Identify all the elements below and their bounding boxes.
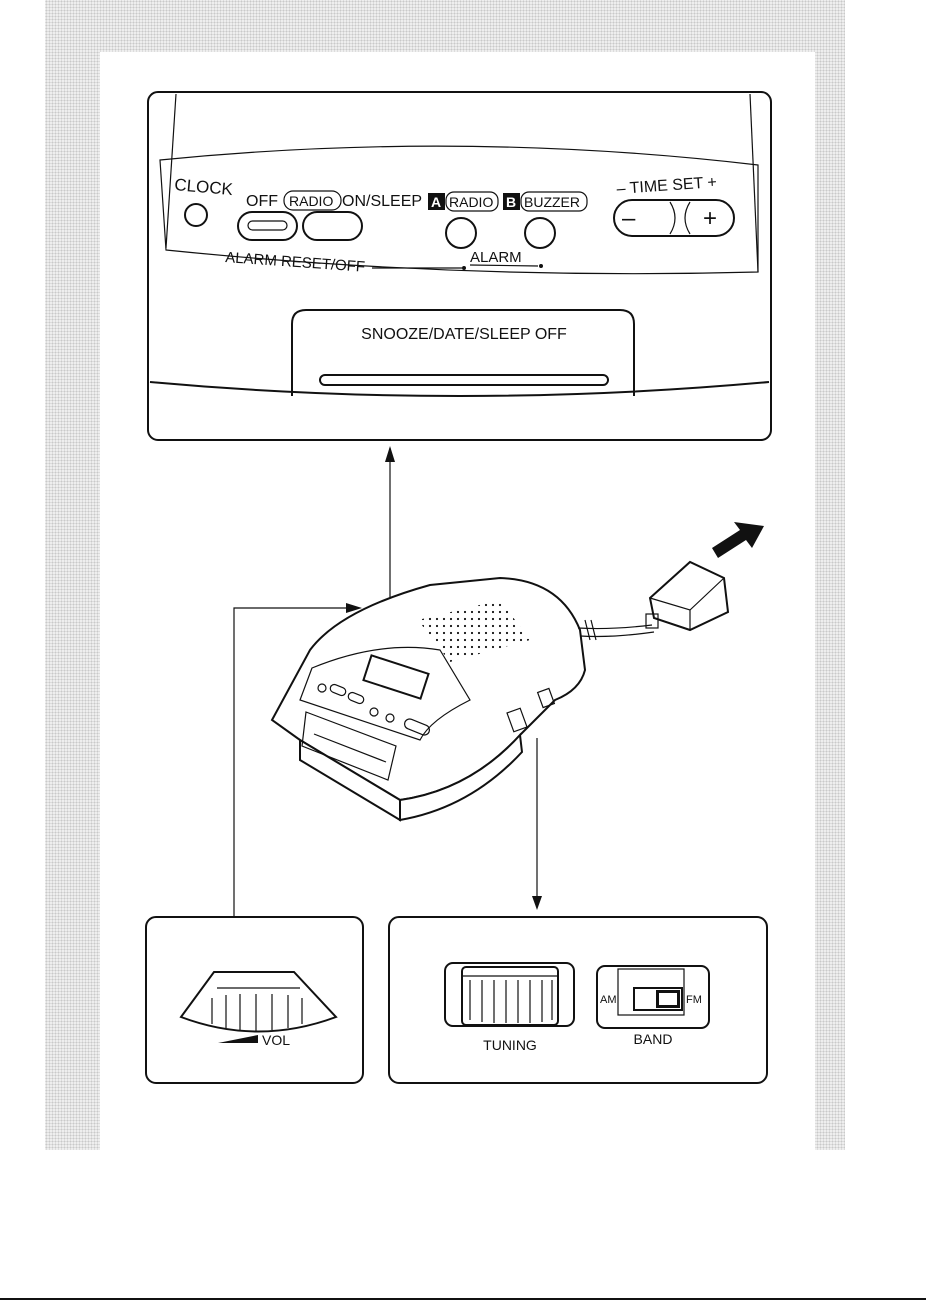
b-badge-letter: B [506,194,516,210]
clock-button[interactable] [185,204,207,226]
off-label: OFF [246,193,278,210]
am-label: AM [600,994,617,1006]
clock-radio-device [272,522,764,820]
snooze-label: SNOOZE/DATE/SLEEP OFF [361,326,567,343]
time-plus-button[interactable]: + [703,205,717,232]
b-buzzer-label: BUZZER [524,194,580,210]
alarm-b-buzzer-button[interactable] [525,218,555,248]
alarm-dot [539,264,543,268]
direction-arrow [712,522,764,558]
vol-label: VOL [262,1032,290,1048]
top-control-panel: CLOCK OFF RADIO ON/SLEEP A RADIO B BUZZE… [148,92,771,440]
band-label: BAND [634,1031,673,1047]
radio-label: RADIO [289,193,333,209]
tuning-arrow-head [532,896,542,910]
volume-wedge-icon [218,1035,258,1043]
panel-bevel-right [750,94,758,272]
alarm-reset-off-label: ALARM RESET/OFF [225,249,366,276]
power-cord-upper [578,625,652,629]
alarm-a-radio-button[interactable] [446,218,476,248]
top-arrow-head [385,446,395,462]
volume-dial[interactable] [181,972,336,1032]
band-slider-knob-face [659,993,677,1005]
fm-label: FM [686,994,702,1006]
tuning-label: TUNING [483,1037,537,1053]
alarm-label: ALARM [470,249,522,266]
a-radio-label: RADIO [449,194,493,210]
tuning-band-panel: TUNING AM FM BAND [389,917,767,1083]
power-cord-lower [580,632,654,637]
on-sleep-label: ON/SLEEP [342,193,422,210]
radio-on-sleep-button[interactable] [303,212,362,240]
snooze-bar[interactable] [320,375,608,385]
vol-panel: VOL [146,917,363,1083]
page-bottom-rule [0,1298,926,1300]
panel-bevel-left [166,94,176,248]
time-set-label: – TIME SET + [616,174,717,198]
ac-adapter [650,562,728,630]
a-badge-letter: A [431,194,441,210]
clock-label: CLOCK [174,175,235,199]
radio-off-button[interactable] [238,212,297,240]
time-minus-button[interactable]: – [622,205,636,232]
alarm-reset-dot [462,266,466,270]
